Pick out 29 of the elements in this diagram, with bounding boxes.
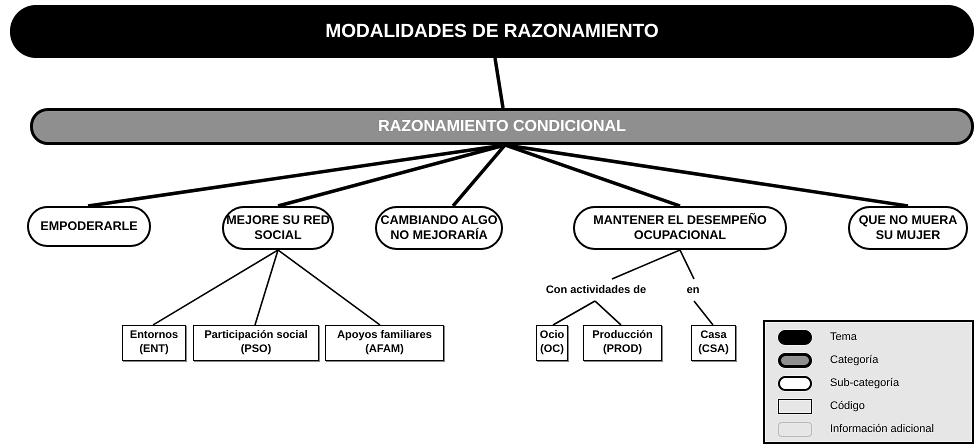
connector-line — [152, 249, 278, 326]
subcategory-pill: EMPODERARLE — [27, 206, 151, 247]
code-box: Ocio (OC) — [536, 325, 568, 361]
connector-line — [612, 249, 680, 280]
connector-line — [493, 58, 505, 108]
connector-line — [254, 250, 279, 326]
connector-line — [693, 300, 714, 326]
legend-label: Tema — [830, 331, 857, 343]
legend-label: Categoría — [830, 354, 878, 366]
code-box: Apoyos familiares (AFAM) — [325, 325, 444, 361]
legend-label: Código — [830, 400, 865, 412]
connector-text: Con actividades de — [534, 281, 658, 299]
connector-line — [679, 250, 695, 280]
subcategory-pill: MEJORE SU RED SOCIAL — [222, 206, 334, 250]
code-box: Participación social (PSO) — [193, 325, 319, 361]
code-box: Casa (CSA) — [691, 325, 736, 361]
subcategory-pill: CAMBIANDO ALGO NO MEJORARÍA — [375, 206, 503, 250]
connector-line — [552, 300, 596, 326]
theme-pill: MODALIDADES DE RAZONAMIENTO — [10, 5, 974, 58]
legend-label: Sub-categoría — [830, 377, 900, 389]
subcategory-pill: QUE NO MUERA SU MUJER — [848, 206, 968, 250]
legend-label: Información adicional — [830, 423, 934, 435]
connector-line — [278, 249, 380, 326]
category-pill: RAZONAMIENTO CONDICIONAL — [30, 108, 974, 145]
code-box: Producción (PROD) — [583, 325, 662, 361]
connector-text: en — [682, 281, 704, 299]
subcategory-pill: MANTENER EL DESEMPEÑO OCUPACIONAL — [573, 206, 787, 250]
code-box: Entornos (ENT) — [122, 325, 186, 361]
connector-line — [594, 300, 622, 326]
